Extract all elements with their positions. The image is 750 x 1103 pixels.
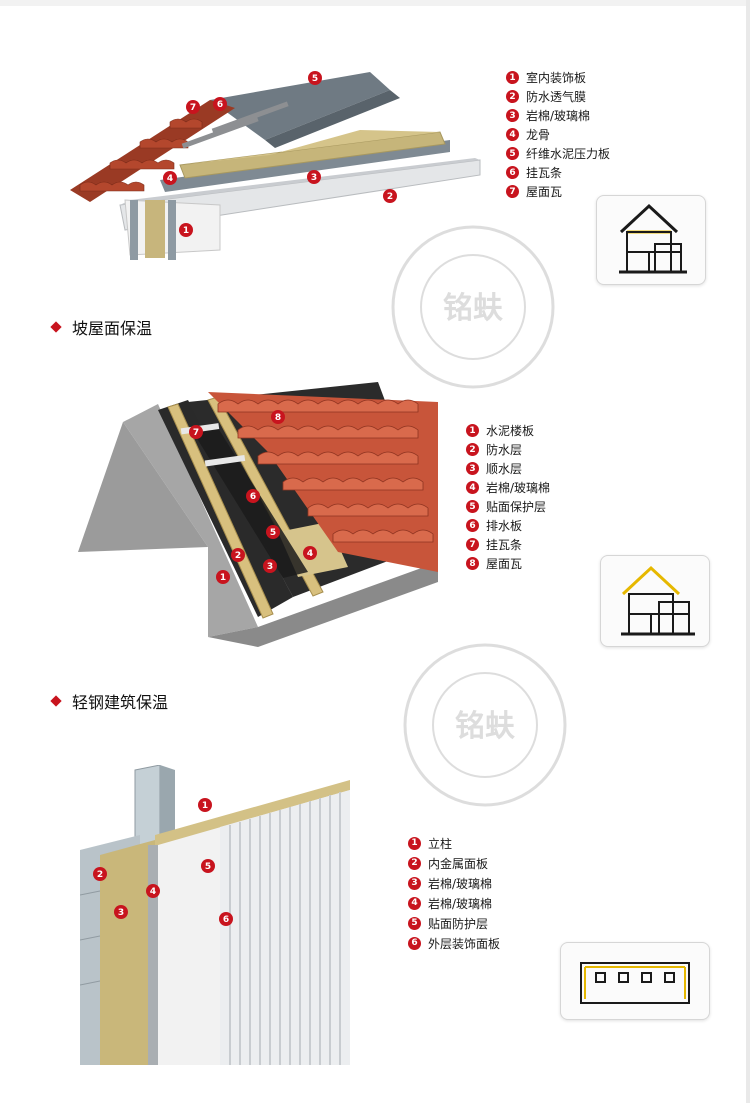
svg-text:2: 2 [97,870,103,880]
svg-text:8: 8 [275,413,281,423]
house-attic-card [596,195,706,285]
watermark-stamp: 铭蚨 [403,643,567,807]
svg-text:4: 4 [150,887,156,897]
svg-text:2: 2 [387,192,393,202]
svg-text:5: 5 [270,528,276,538]
steel-wall-icon [580,962,690,1004]
svg-text:4: 4 [167,174,173,184]
pitched-roof-illustration: 8 7 6 5 4 3 2 1 [78,382,438,647]
house-roof-icon [621,565,695,636]
callout-markers: 5 7 6 4 3 2 1 [163,71,397,237]
svg-text:7: 7 [190,103,196,113]
svg-text:4: 4 [307,549,313,559]
house-attic-icon [619,203,687,274]
section-title-light-steel: 轻钢建筑保温 [50,689,169,713]
callout-markers: 8 7 6 5 4 3 2 1 [189,410,317,584]
svg-text:6: 6 [223,915,229,925]
svg-text:5: 5 [312,74,318,84]
steel-wall-card [560,942,710,1020]
house-roof-card [600,555,710,647]
section-title-pitched-roof: 坡屋面保温 [50,315,153,339]
svg-text:3: 3 [118,908,124,918]
section-title-text: 坡屋面保温 [72,319,153,338]
top-border [0,0,750,6]
svg-text:1: 1 [202,801,208,811]
diamond-icon [50,321,62,333]
svg-text:1: 1 [220,573,226,583]
svg-text:7: 7 [193,428,199,438]
right-border [746,0,750,1103]
interior-roof-illustration: 5 7 6 4 3 2 1 [70,71,481,260]
diamond-icon [50,695,62,707]
svg-text:1: 1 [183,226,189,236]
svg-text:3: 3 [267,562,273,572]
svg-text:铭蚨: 铭蚨 [455,709,515,744]
light-steel-wall-illustration: 1 5 2 4 3 6 [80,765,350,1065]
section-title-text: 轻钢建筑保温 [72,693,169,712]
svg-text:3: 3 [311,173,317,183]
svg-text:5: 5 [205,862,211,872]
svg-text:6: 6 [217,100,223,110]
svg-text:6: 6 [250,492,256,502]
svg-text:2: 2 [235,551,241,561]
callout-markers: 1 5 2 4 3 6 [93,798,233,926]
